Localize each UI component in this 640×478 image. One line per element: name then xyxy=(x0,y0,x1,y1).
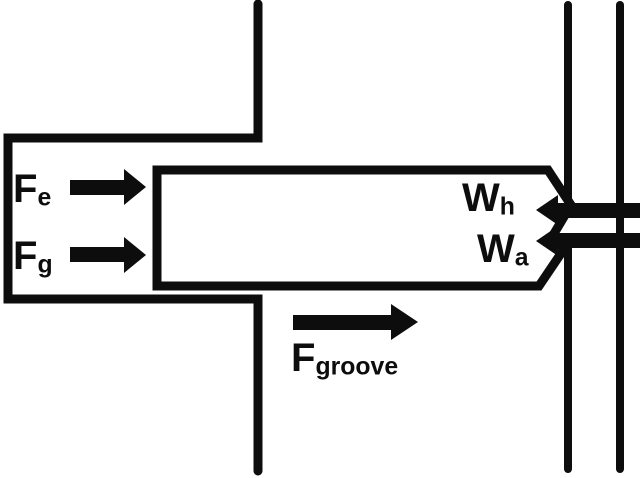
fe-force-arrow xyxy=(70,169,146,205)
fg-force-arrow xyxy=(70,237,146,273)
fgroove-label-sub: groove xyxy=(315,353,399,381)
wh-label-base: W xyxy=(462,176,500,220)
fgroove-force-arrow xyxy=(293,304,418,340)
wa-label: Wa xyxy=(477,229,529,271)
fe-label-base: F xyxy=(13,167,38,211)
groove-block-outline xyxy=(3,0,263,476)
fgroove-label-base: F xyxy=(291,336,316,380)
fg-label-sub: g xyxy=(37,251,53,279)
fg-label: Fg xyxy=(13,236,53,278)
wh-label-sub: h xyxy=(499,193,515,221)
wh-label: Wh xyxy=(462,178,515,220)
wh-force-arrow xyxy=(536,195,640,225)
fe-label: Fe xyxy=(13,169,51,211)
wa-label-base: W xyxy=(477,227,515,271)
wa-label-sub: a xyxy=(514,244,529,272)
fgroove-label: Fgroove xyxy=(291,338,398,380)
fg-label-base: F xyxy=(13,234,38,278)
wa-force-arrow xyxy=(536,226,640,256)
fe-label-sub: e xyxy=(37,184,52,212)
